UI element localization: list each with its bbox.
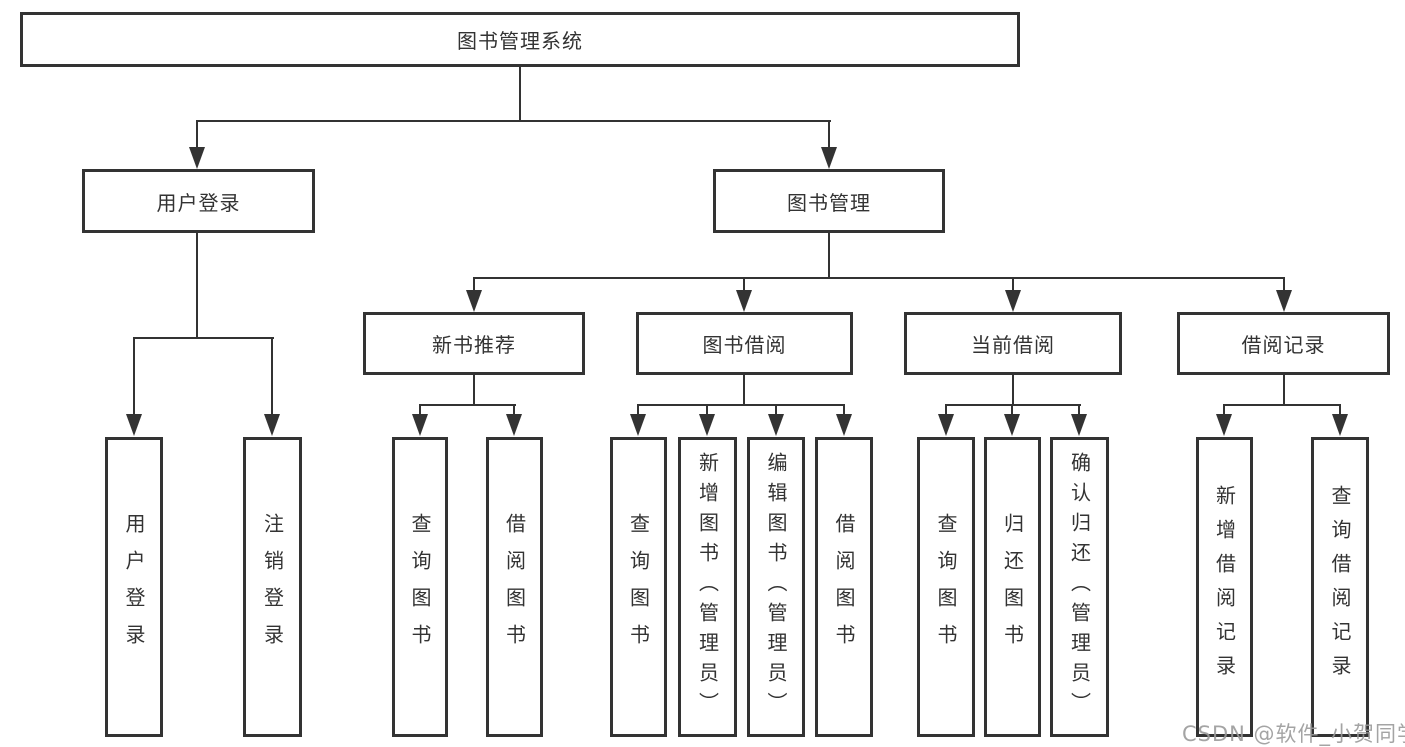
leaf-label: 归还图书 xyxy=(1000,513,1025,661)
arrow-down-icon xyxy=(1216,414,1232,436)
arrow-down-icon xyxy=(466,290,482,312)
connector-line xyxy=(1012,277,1014,294)
connector-line xyxy=(271,337,273,416)
leaf-label: 确认归还（管理员） xyxy=(1067,452,1092,722)
connector-line xyxy=(637,404,845,406)
connector-line xyxy=(133,337,135,416)
leaf-add-borrow-record: 新增借阅记录 xyxy=(1196,437,1253,737)
arrow-down-icon xyxy=(1276,290,1292,312)
connector-line xyxy=(706,404,708,418)
node-current-borrowing: 当前借阅 xyxy=(904,312,1122,375)
connector-line xyxy=(828,233,830,279)
arrow-down-icon xyxy=(264,414,280,436)
connector-line xyxy=(828,120,830,149)
node-borrowing-records: 借阅记录 xyxy=(1177,312,1390,375)
connector-line xyxy=(513,404,515,418)
leaf-query-books-recommend: 查询图书 xyxy=(392,437,448,737)
leaf-label: 查询借阅记录 xyxy=(1328,485,1352,689)
connector-line xyxy=(473,277,475,294)
arrow-down-icon xyxy=(768,414,784,436)
connector-line xyxy=(1223,404,1341,406)
leaf-borrow-books-borrowing: 借阅图书 xyxy=(815,437,873,737)
node-book-management: 图书管理 xyxy=(713,169,945,233)
leaf-label: 借阅图书 xyxy=(832,513,856,661)
leaf-logout: 注销登录 xyxy=(243,437,302,737)
leaf-add-books-admin: 新增图书（管理员） xyxy=(678,437,737,737)
leaf-label: 查询图书 xyxy=(934,513,958,661)
connector-line xyxy=(743,277,745,294)
leaf-label: 新增图书（管理员） xyxy=(695,452,720,722)
leaf-edit-books-admin: 编辑图书（管理员） xyxy=(747,437,805,737)
connector-line xyxy=(945,404,1081,406)
connector-line xyxy=(473,277,1285,279)
leaf-label: 新增借阅记录 xyxy=(1212,485,1237,689)
leaf-label: 借阅图书 xyxy=(502,513,527,661)
leaf-label: 编辑图书（管理员） xyxy=(764,452,788,722)
leaf-label: 查询图书 xyxy=(626,513,651,661)
connector-line xyxy=(1283,375,1285,406)
leaf-query-books-current: 查询图书 xyxy=(917,437,975,737)
arrow-down-icon xyxy=(1332,414,1348,436)
node-user-login: 用户登录 xyxy=(82,169,315,233)
arrow-down-icon xyxy=(1004,414,1020,436)
arrow-down-icon xyxy=(736,290,752,312)
connector-line xyxy=(419,404,516,406)
watermark-csdn: CSDN @软件_小贺同学 xyxy=(1182,722,1405,746)
arrow-down-icon xyxy=(126,414,142,436)
leaf-label: 查询图书 xyxy=(408,513,432,661)
connector-line xyxy=(743,375,745,406)
leaf-query-books-borrowing: 查询图书 xyxy=(610,437,667,737)
leaf-label: 注销登录 xyxy=(260,513,285,661)
connector-line xyxy=(843,404,845,418)
connector-line xyxy=(133,337,274,339)
connector-line xyxy=(637,404,639,418)
arrow-down-icon xyxy=(699,414,715,436)
arrow-down-icon xyxy=(821,147,837,169)
connector-line xyxy=(1283,277,1285,294)
arrow-down-icon xyxy=(1005,290,1021,312)
arrow-down-icon xyxy=(1071,414,1087,436)
connector-line xyxy=(1223,404,1225,418)
arrow-down-icon xyxy=(189,147,205,169)
connector-line xyxy=(1012,375,1014,406)
arrow-down-icon xyxy=(836,414,852,436)
connector-line xyxy=(419,404,421,418)
connector-line xyxy=(196,120,198,149)
leaf-return-books: 归还图书 xyxy=(984,437,1041,737)
arrow-down-icon xyxy=(412,414,428,436)
leaf-user-login: 用户登录 xyxy=(105,437,163,737)
connector-line xyxy=(945,404,947,418)
leaf-confirm-return-admin: 确认归还（管理员） xyxy=(1050,437,1109,737)
root-node-library-management-system: 图书管理系统 xyxy=(20,12,1020,67)
arrow-down-icon xyxy=(630,414,646,436)
connector-line xyxy=(196,120,831,122)
leaf-label: 用户登录 xyxy=(122,513,146,661)
connector-line xyxy=(1339,404,1341,418)
connector-line xyxy=(775,404,777,418)
connector-line xyxy=(519,67,521,122)
node-new-book-recommend: 新书推荐 xyxy=(363,312,585,375)
connector-line xyxy=(1078,404,1080,418)
arrow-down-icon xyxy=(506,414,522,436)
arrow-down-icon xyxy=(938,414,954,436)
connector-line xyxy=(1011,404,1013,418)
connector-line xyxy=(473,375,475,406)
node-book-borrowing: 图书借阅 xyxy=(636,312,853,375)
leaf-query-borrow-record: 查询借阅记录 xyxy=(1311,437,1369,737)
leaf-borrow-books-recommend: 借阅图书 xyxy=(486,437,543,737)
connector-line xyxy=(196,233,198,339)
